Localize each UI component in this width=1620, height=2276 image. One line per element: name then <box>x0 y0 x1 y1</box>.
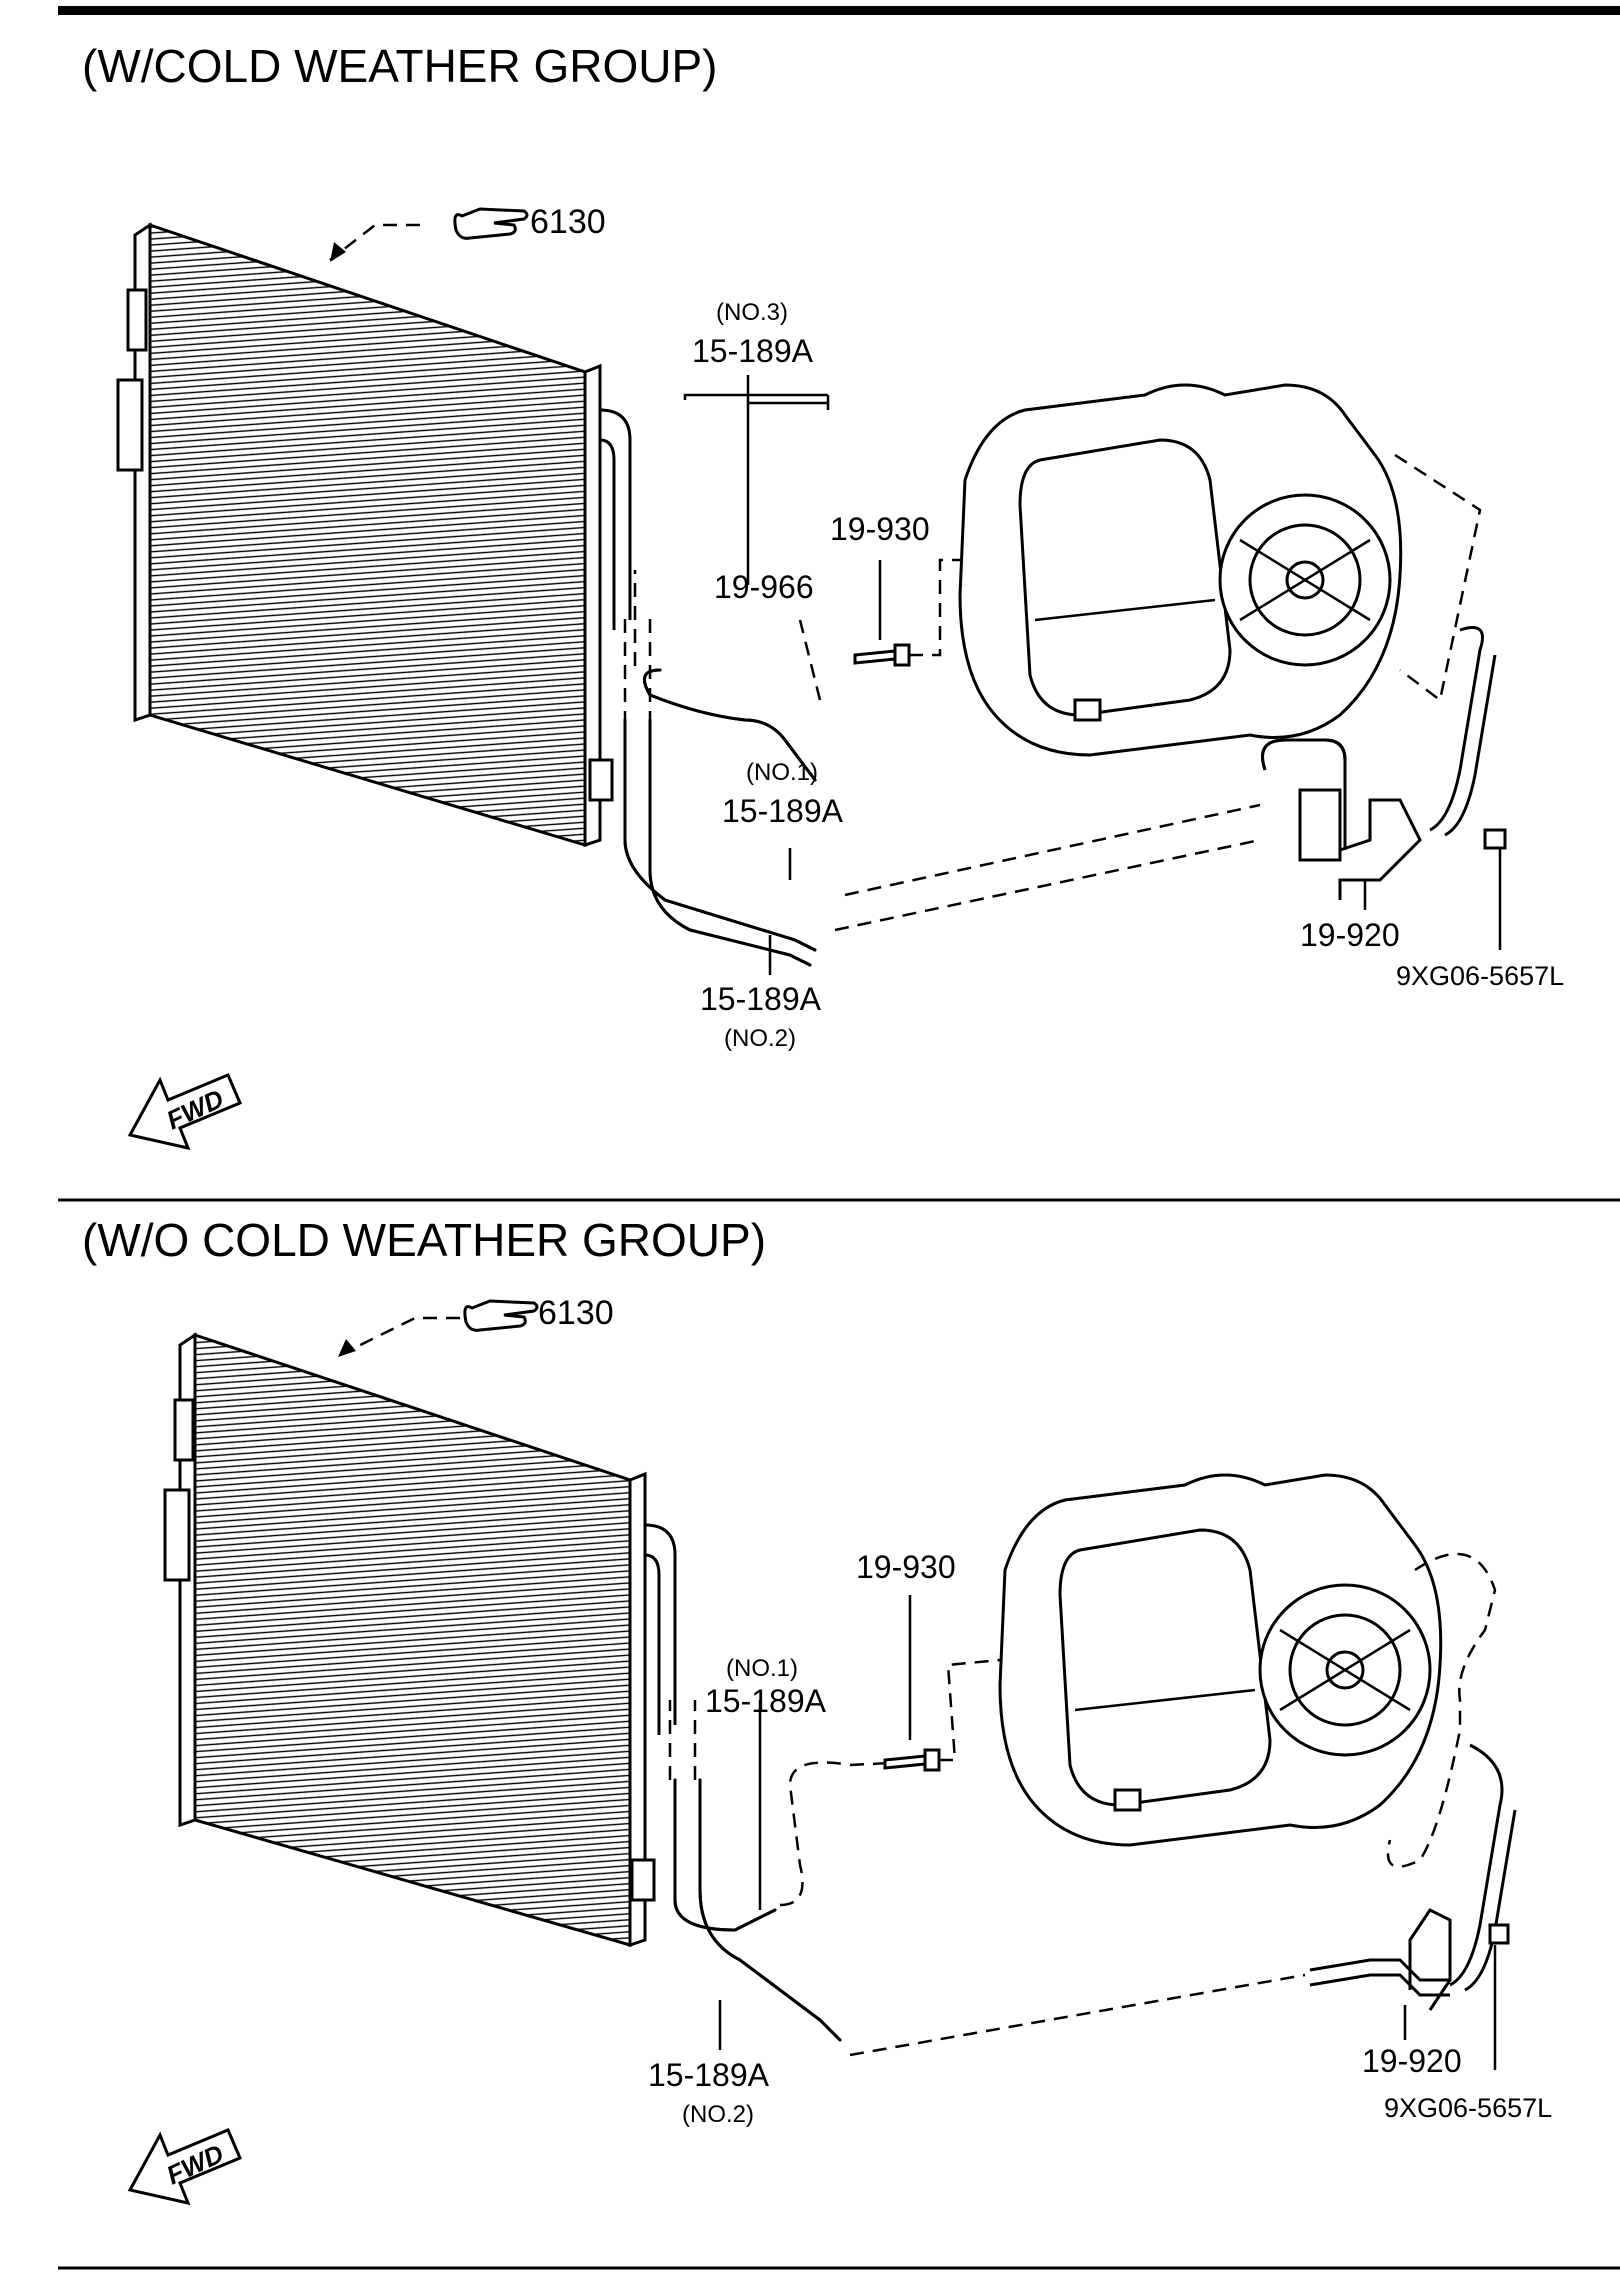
transaxle <box>958 383 1403 757</box>
pointing-hand-icon <box>453 207 529 240</box>
callout-no1-tag: (NO.1) <box>726 1655 798 1682</box>
callout-no2-part: 15-189A <box>700 981 822 1017</box>
ref-label: 6130 <box>530 203 606 241</box>
section-header: (W/O COLD WEATHER GROUP) <box>82 1214 766 1266</box>
pointing-hand-icon <box>463 1299 539 1332</box>
section-header: (W/COLD WEATHER GROUP) <box>82 40 717 92</box>
ref-leader <box>339 1316 460 1357</box>
callout-19966: 19-966 <box>714 569 814 605</box>
diagram-code: 9XG06-5657L <box>1396 961 1564 991</box>
condenser <box>163 1332 677 1948</box>
callout-19930: 19-930 <box>856 1549 956 1585</box>
callout-no2-part: 15-189A <box>648 2057 770 2093</box>
callout-no3-tag: (NO.3) <box>716 299 788 326</box>
ref-label: 6130 <box>538 1294 614 1332</box>
diagram-code: 9XG06-5657L <box>1384 2093 1552 2123</box>
section-without-cold-weather: (W/O COLD WEATHER GROUP) 6130 <box>82 1214 1552 2206</box>
callout-19930: 19-930 <box>830 511 930 547</box>
callout-no1-part: 15-189A <box>722 793 844 829</box>
transaxle <box>998 1473 1443 1847</box>
oil-cooler <box>1309 1743 1517 2011</box>
callout-19920: 19-920 <box>1362 2043 1462 2079</box>
oil-cooler <box>1261 626 1507 900</box>
top-rule <box>58 6 1620 15</box>
forward-arrow-icon: FWD <box>127 2128 242 2206</box>
callout-19920: 19-920 <box>1300 917 1400 953</box>
ref-leader <box>329 223 420 261</box>
callout-no2-tag: (NO.2) <box>682 2101 754 2128</box>
forward-arrow-icon: FWD <box>127 1073 242 1151</box>
section-with-cold-weather: (W/COLD WEATHER GROUP) 6130 <box>82 40 1564 1151</box>
callout-no1-part: 15-189A <box>705 1683 827 1719</box>
condenser <box>116 222 632 848</box>
callout-no3-part: 15-189A <box>692 333 814 369</box>
callout-no2-tag: (NO.2) <box>724 1025 796 1052</box>
callout-no1-tag: (NO.1) <box>746 759 818 786</box>
